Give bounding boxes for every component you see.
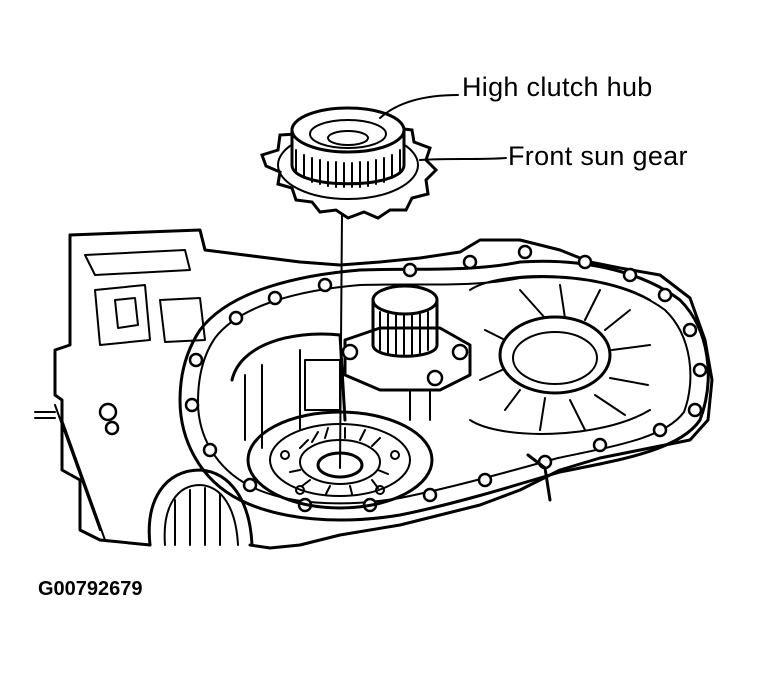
planetary-bore bbox=[230, 332, 434, 510]
callout-high-clutch-hub: High clutch hub bbox=[462, 72, 653, 102]
alignment-line bbox=[339, 214, 343, 469]
leader-front-sun-gear bbox=[419, 157, 507, 161]
high-clutch-hub bbox=[290, 106, 406, 188]
leader-high-clutch-hub bbox=[379, 94, 459, 119]
idler-gear-assembly bbox=[341, 284, 472, 421]
differential-housing bbox=[469, 275, 651, 435]
clutch-drum bbox=[147, 468, 254, 547]
dipstick-tube bbox=[526, 453, 552, 502]
case-flange bbox=[178, 244, 710, 522]
transaxle-case bbox=[34, 228, 714, 550]
figure-id: G00792679 bbox=[38, 578, 143, 600]
callout-front-sun-gear: Front sun gear bbox=[508, 141, 688, 171]
